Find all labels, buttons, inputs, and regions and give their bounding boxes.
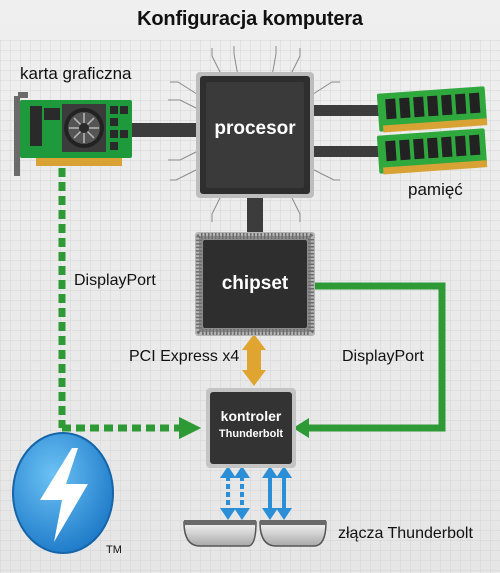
cpu-chipset-bus bbox=[247, 196, 263, 236]
chipset-chip-icon bbox=[195, 232, 315, 336]
chipset-label: chipset bbox=[221, 273, 289, 294]
thunderbolt-logo-icon bbox=[12, 432, 114, 554]
pcie-link bbox=[242, 334, 266, 386]
memory-bus-1 bbox=[300, 105, 390, 116]
thunderbolt-controller-icon bbox=[206, 388, 296, 468]
displayport-left-label: DisplayPort bbox=[74, 272, 156, 289]
displayport-left-link bbox=[58, 168, 202, 440]
trademark-label: TM bbox=[106, 544, 122, 556]
gpu-cpu-bus bbox=[120, 123, 210, 137]
thunderbolt-links bbox=[220, 466, 292, 520]
controller-sublabel: Thunderbolt bbox=[218, 428, 284, 440]
pcie-label: PCI Express x4 bbox=[129, 348, 240, 365]
system-buses bbox=[120, 105, 390, 236]
controller-label: kontroler bbox=[220, 408, 282, 424]
displayport-right-link bbox=[293, 282, 446, 438]
displayport-right-label: DisplayPort bbox=[342, 348, 424, 365]
memory-label: pamięć bbox=[408, 180, 463, 199]
cpu-chip-icon bbox=[168, 46, 340, 222]
cpu-label: procesor bbox=[214, 118, 296, 139]
memory-module-icon bbox=[376, 86, 488, 175]
circuit-traces bbox=[168, 46, 340, 222]
thunderbolt-port-icon bbox=[183, 520, 327, 547]
diagram-title: Konfiguracja komputera bbox=[137, 8, 363, 30]
graphics-card-icon bbox=[14, 92, 132, 176]
gpu-label: karta graficzna bbox=[20, 64, 132, 83]
ports-label: złącza Thunderbolt bbox=[338, 525, 473, 542]
memory-bus-2 bbox=[300, 146, 390, 157]
